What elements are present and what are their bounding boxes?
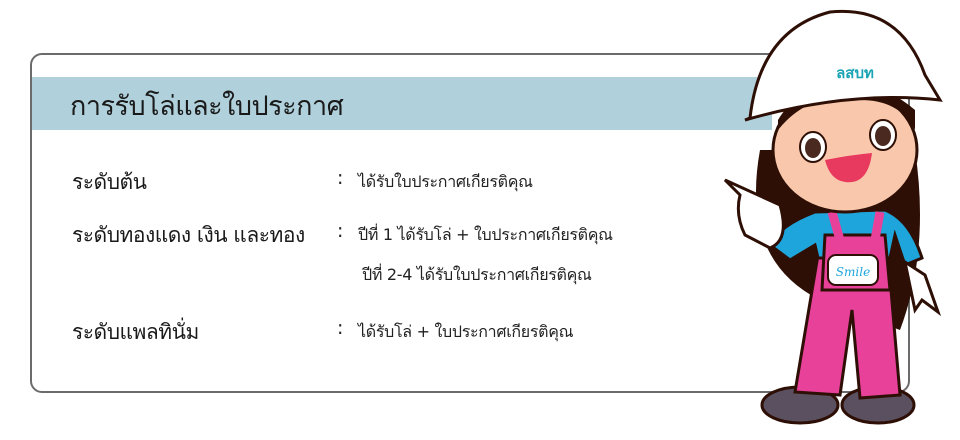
colon: : <box>337 317 344 339</box>
colon: : <box>337 167 344 189</box>
title-band <box>32 77 772 130</box>
level-platinum-label: ระดับแพลทินั่ม <box>72 320 199 344</box>
level-basic-label: ระดับต้น <box>72 170 147 194</box>
level-bronze-value-year2-4: ปีที่ 2-4 ได้รับใบประกาศเกียรติคุณ <box>362 265 592 284</box>
level-bronze-value-year1: ปีที่ 1 ได้รับโล่ + ใบประกาศเกียรติคุณ <box>358 225 613 244</box>
badge-text: Smile <box>836 265 870 279</box>
level-platinum-value: ได้รับโล่ + ใบประกาศเกียรติคุณ <box>358 322 574 341</box>
page-title: การรับโล่และใบประกาศ <box>70 91 344 122</box>
pointing-hand-icon <box>723 178 785 250</box>
colon: : <box>337 220 344 242</box>
mascot-illustration: Smile ลสบท <box>723 9 943 425</box>
level-basic-value: ได้รับใบประกาศเกียรติคุณ <box>358 172 533 191</box>
helmet-logo: ลสบท <box>836 64 874 82</box>
level-bronze-silver-gold-label: ระดับทองแดง เงิน และทอง <box>72 223 305 247</box>
